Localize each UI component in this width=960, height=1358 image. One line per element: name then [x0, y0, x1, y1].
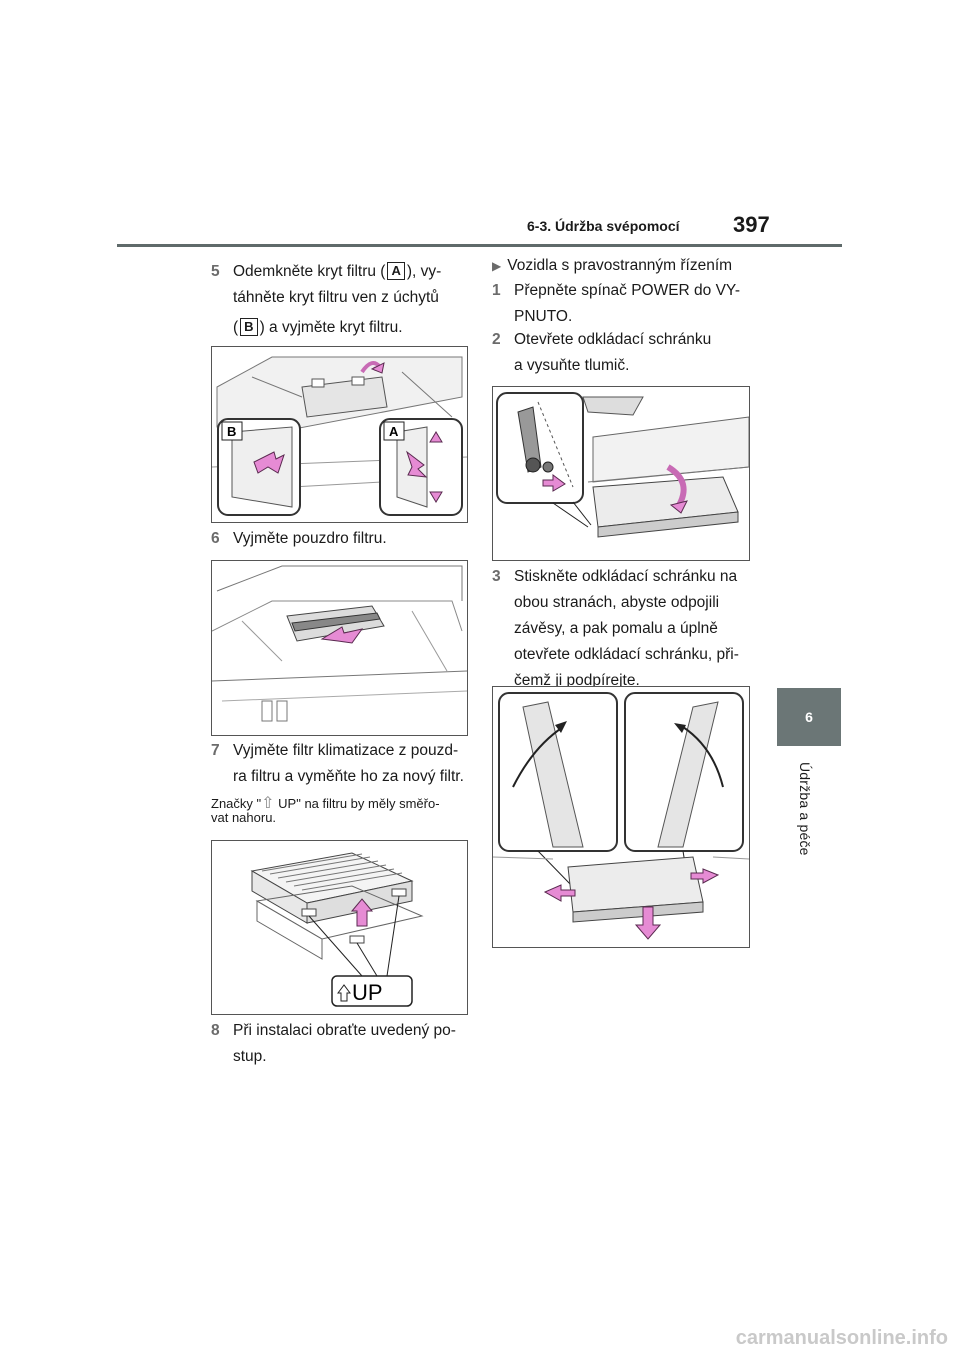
figure-label-b: B	[227, 424, 236, 439]
header-divider	[117, 244, 842, 247]
page-number: 397	[733, 212, 770, 237]
step-2: 2 Otevřete odkládací schránku a vysuňte …	[492, 327, 762, 379]
subheading: ▶ Vozidla s pravostranným řízením	[492, 253, 762, 279]
label-a-box: A	[387, 262, 405, 280]
step-number: 5	[211, 263, 220, 280]
step-text: Otevřete odkládací schránku	[514, 331, 712, 348]
filter-note: Značky "⇧ UP" na filtru by měly směřo- v…	[211, 795, 440, 825]
section-title: 6-3. Údržba svépomocí	[527, 218, 680, 234]
watermark: carmanualsonline.info	[735, 1327, 948, 1349]
step-text: ) a vyjměte kryt filtru.	[259, 319, 403, 336]
label-b-box: B	[240, 318, 258, 336]
step-text: a vysuňte tlumič.	[514, 357, 630, 374]
step-text: ), vy-	[406, 263, 442, 280]
step-text: Odemkněte kryt filtru (	[233, 263, 386, 280]
step-7: 7 Vyjměte filtr klimatizace z pouzd- ra …	[211, 738, 481, 790]
figure-label-a: A	[389, 424, 399, 439]
step-text: (	[233, 319, 239, 336]
step-8: 8 Při instalaci obraťte uvedený po- stup…	[211, 1018, 481, 1070]
up-label: UP	[352, 980, 383, 1005]
triangle-bullet-icon: ▶	[492, 259, 502, 273]
step-text: Vyjměte filtr klimatizace z pouzd-	[233, 742, 459, 759]
step-text: táhněte kryt filtru ven z úchytů	[233, 289, 439, 306]
chapter-number: 6	[805, 709, 813, 725]
filter-case-figure	[211, 560, 468, 736]
step-text: Při instalaci obraťte uvedený po-	[233, 1022, 456, 1039]
step-text: Přepněte spínač POWER do VY-	[514, 282, 741, 299]
subheading-text: Vozidla s pravostranným řízením	[507, 257, 733, 274]
step-5: 5 Odemkněte kryt filtru (A), vy- táhněte…	[211, 259, 481, 345]
chapter-label: Údržba a péče	[797, 762, 813, 856]
step-text: Vyjměte pouzdro filtru.	[233, 530, 387, 547]
arrow-up-icon: ⇧	[261, 795, 275, 812]
step-number: 3	[492, 568, 501, 585]
step-1: 1 Přepněte spínač POWER do VY- PNUTO.	[492, 278, 762, 330]
step-3: 3 Stiskněte odkládací schránku na obou s…	[492, 564, 762, 694]
glovebox-open-figure	[492, 686, 750, 948]
step-text: čemž ji podpírejte.	[514, 672, 640, 689]
step-number: 8	[211, 1022, 220, 1039]
step-text: obou stranách, abyste odpojili	[514, 594, 720, 611]
step-text: otevřete odkládací schránku, při-	[514, 646, 739, 663]
filter-cover-figure: B A	[211, 346, 468, 523]
step-text: Stiskněte odkládací schránku na	[514, 568, 738, 585]
step-number: 1	[492, 282, 501, 299]
step-text: stup.	[233, 1048, 267, 1065]
step-6: 6 Vyjměte pouzdro filtru.	[211, 526, 481, 552]
filter-up-figure: UP	[211, 840, 468, 1015]
step-number: 7	[211, 742, 220, 759]
glovebox-damper-figure	[492, 386, 750, 561]
step-number: 6	[211, 530, 220, 547]
step-text: závěsy, a pak pomalu a úplně	[514, 620, 718, 637]
step-text: PNUTO.	[514, 308, 573, 325]
step-number: 2	[492, 331, 501, 348]
step-text: ra filtru a vyměňte ho za nový filtr.	[233, 768, 464, 785]
chapter-tab[interactable]: 6	[777, 688, 841, 746]
